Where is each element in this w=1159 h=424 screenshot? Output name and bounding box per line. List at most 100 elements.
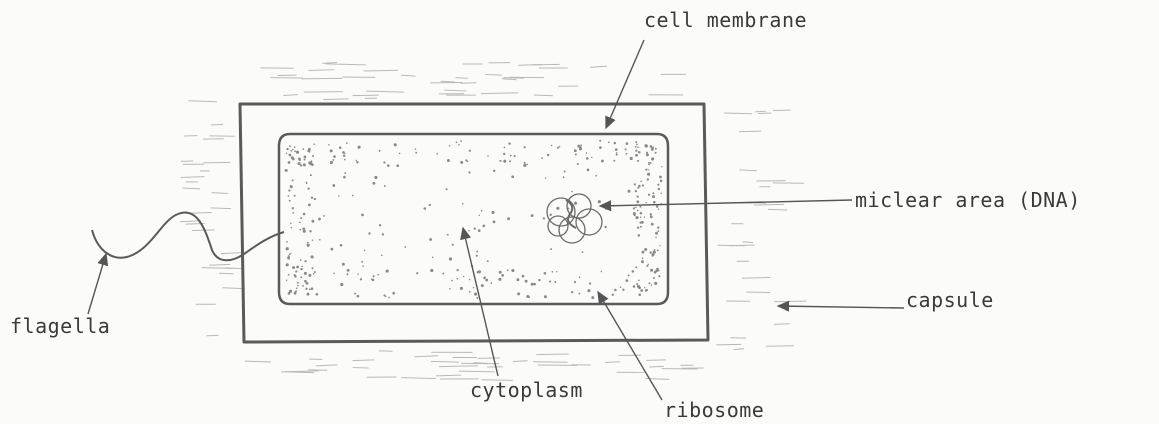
ribosome-dot: [286, 247, 289, 250]
ribosome-dot: [291, 227, 293, 229]
ribosome-dot: [508, 142, 510, 144]
ribosome-dot: [319, 239, 321, 241]
capsule-hatch-stroke: [649, 366, 664, 367]
ribosome-dot: [503, 160, 506, 163]
ribosome-dot: [636, 200, 639, 203]
ribosome-dot: [415, 152, 417, 154]
ribosome-dot: [655, 232, 658, 235]
ribosome-dot: [311, 255, 314, 258]
capsule-hatch-stroke: [436, 375, 461, 376]
ribosome-dot: [338, 195, 340, 197]
ribosome-dot: [577, 163, 579, 165]
ribosome-dot: [447, 234, 449, 236]
ribosome-dot: [292, 158, 295, 161]
ribosome-dot: [640, 289, 643, 292]
ribosome-dot: [487, 260, 489, 262]
ribosome-dot: [289, 253, 291, 255]
ribosome-dot: [449, 257, 452, 260]
capsule-hatch-stroke: [743, 242, 753, 243]
ribosome-dot: [523, 164, 526, 167]
ribosome-dot: [469, 279, 471, 281]
ribosome-dot: [616, 154, 618, 156]
ribosome-dot: [352, 195, 354, 197]
ribosome-dot: [648, 162, 650, 164]
ribosome-dot: [637, 147, 639, 149]
cytoplasm-label: cytoplasm: [470, 378, 583, 402]
capsule-hatch-stroke: [746, 292, 770, 293]
ribosome-dot: [545, 177, 546, 178]
capsule-hatch-stroke: [183, 188, 201, 189]
ribosome-dot: [311, 197, 313, 199]
ribosome-dot: [646, 152, 648, 154]
ribosome-dot: [633, 285, 636, 288]
capsule-hatch-stroke: [439, 366, 478, 367]
capsule-hatch-stroke: [441, 81, 455, 82]
capsule-hatch-stroke: [716, 344, 741, 345]
capsule-hatch-stroke: [734, 349, 744, 350]
ribosome-dot: [647, 264, 649, 266]
ribosome-dot: [637, 196, 639, 198]
capsule-hatch-stroke: [456, 78, 468, 79]
ribosome-dot: [605, 208, 607, 210]
capsule-hatch-stroke: [742, 277, 770, 278]
capsule-hatch-stroke: [323, 99, 348, 100]
ribosome-dot: [595, 175, 597, 177]
ribosome-dot: [564, 171, 566, 173]
ribosome-dot: [333, 272, 335, 274]
capsule-hatch-stroke: [431, 361, 459, 362]
ribosome-dot: [650, 213, 652, 215]
ribosome-dot: [292, 149, 294, 151]
capsule-hatch-stroke: [485, 75, 502, 76]
ribosome-dot: [636, 283, 638, 285]
capsule-hatch-stroke: [533, 362, 568, 363]
ribosome-dot: [311, 287, 314, 290]
ribosome-dot: [478, 229, 481, 232]
ribosome-dot: [645, 168, 647, 170]
ribosome-dot: [346, 273, 348, 275]
capsule-hatch-stroke: [401, 378, 436, 379]
ribosome-dot: [303, 163, 306, 166]
ribosome-dot: [292, 212, 294, 214]
ribosome-dot: [318, 218, 321, 221]
ribosome-dot: [637, 226, 639, 228]
ribosome-dot: [416, 272, 418, 274]
ribosome-dot: [332, 184, 335, 187]
ribosome-dot: [587, 169, 590, 172]
ribosome-dot: [604, 226, 606, 228]
ribosome-dot: [310, 174, 312, 176]
capsule-hatch-stroke: [461, 83, 476, 84]
ribosome-dot: [525, 280, 528, 283]
capsule-hatch-stroke: [222, 288, 245, 289]
ribosome-dot: [289, 145, 291, 147]
ribosome-dot: [295, 270, 297, 272]
ribosome-dot: [575, 153, 577, 155]
ribosome-dot: [601, 271, 602, 272]
ribosome-dot: [504, 147, 506, 149]
ribosome-dot: [387, 164, 390, 167]
ribosome-dot: [552, 271, 554, 273]
ribosome-label: ribosome: [664, 398, 764, 422]
ribosome-dot: [657, 226, 659, 228]
ribosome-dot: [286, 148, 288, 150]
ribosome-dot: [294, 150, 296, 152]
ribosome-dot: [522, 275, 525, 278]
ribosome-dot: [616, 152, 618, 154]
ribosome-dot: [578, 293, 580, 295]
ribosome-dot: [308, 274, 311, 277]
ribosome-dot: [447, 159, 450, 162]
ribosome-dot: [294, 274, 296, 276]
capsule-hatch-stroke: [308, 70, 334, 71]
ribosome-dot: [340, 244, 343, 247]
capsule-hatch-stroke: [766, 346, 794, 347]
cell-wall-outline: [240, 104, 708, 342]
ribosome-dot: [635, 154, 638, 157]
ribosome-dot: [399, 153, 401, 155]
ribosome-dot: [309, 289, 311, 291]
ribosome-dot: [296, 266, 299, 269]
ribosome-dot: [577, 145, 580, 148]
arrow-ribosome: [598, 292, 662, 400]
ribosome-dot: [635, 190, 637, 192]
ribosome-dot: [635, 146, 637, 148]
ribosome-dot: [356, 161, 358, 163]
